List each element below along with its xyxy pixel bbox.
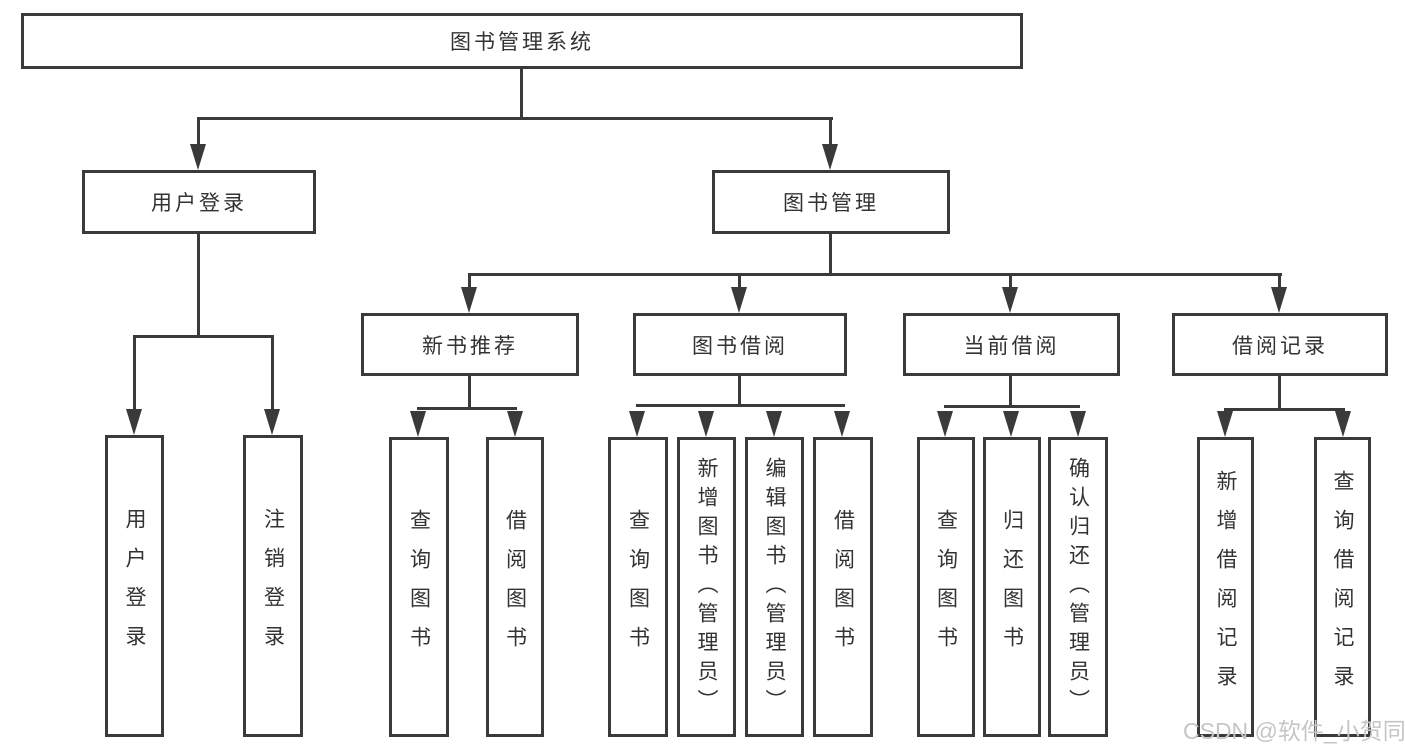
leaf-query-borrow-record-label: 查询借阅记录 (1331, 470, 1354, 704)
leaf-borrow-book-2: 借阅图书 (813, 437, 873, 737)
connector-level2-branch (468, 273, 1282, 276)
arrowhead-user-login (190, 144, 206, 170)
leaf-add-book-admin-label: 新增图书（管理员） (695, 456, 718, 718)
arrowhead-book-borrow-leaf-4 (834, 411, 850, 437)
connector-user-login-branch (133, 335, 274, 338)
leaf-add-borrow-record: 新增借阅记录 (1197, 437, 1254, 737)
node-book-management: 图书管理 (712, 170, 950, 234)
node-new-book-recommend: 新书推荐 (361, 313, 579, 376)
leaf-return-book-label: 归还图书 (1000, 509, 1024, 665)
leaf-add-book-admin: 新增图书（管理员） (677, 437, 736, 737)
arrowhead-new-book (461, 287, 477, 313)
arrowhead-book-borrow (731, 287, 747, 313)
connector-drop-leaf-logout (271, 335, 274, 409)
arrowhead-book-borrow-leaf-3 (766, 411, 782, 437)
leaf-query-book-1: 查询图书 (389, 437, 449, 737)
leaf-user-login-label: 用户登录 (123, 508, 146, 664)
node-borrow-records: 借阅记录 (1172, 313, 1388, 376)
arrowhead-borrow-records-leaf-1 (1217, 411, 1233, 437)
leaf-query-book-3: 查询图书 (917, 437, 975, 737)
leaf-return-book: 归还图书 (983, 437, 1041, 737)
leaf-logout-label: 注销登录 (261, 508, 285, 664)
node-new-book-recommend-label: 新书推荐 (422, 334, 518, 358)
leaf-query-book-3-label: 查询图书 (934, 509, 958, 665)
arrowhead-book-management (822, 144, 838, 170)
node-current-borrow: 当前借阅 (903, 313, 1120, 376)
leaf-query-book-2: 查询图书 (608, 437, 668, 737)
connector-root-stem (520, 68, 523, 120)
connector-borrow-records-stem (1278, 376, 1281, 410)
arrowhead-current-borrow-leaf-1 (937, 411, 953, 437)
leaf-logout: 注销登录 (243, 435, 303, 737)
connector-current-borrow-branch (944, 405, 1080, 408)
arrowhead-book-borrow-leaf-1 (629, 411, 645, 437)
connector-new-book-branch (417, 407, 517, 410)
node-root-label: 图书管理系统 (450, 31, 594, 54)
connector-level1-branch (197, 117, 833, 120)
leaf-query-borrow-record: 查询借阅记录 (1314, 437, 1371, 737)
leaf-confirm-return-admin: 确认归还（管理员） (1048, 437, 1108, 737)
node-book-borrow: 图书借阅 (633, 313, 847, 376)
node-borrow-records-label: 借阅记录 (1232, 334, 1328, 358)
leaf-query-book-2-label: 查询图书 (626, 509, 650, 665)
leaf-borrow-book-1: 借阅图书 (486, 437, 544, 737)
connector-user-login-stem (197, 234, 200, 338)
arrowhead-book-borrow-leaf-2 (698, 411, 714, 437)
node-current-borrow-label: 当前借阅 (963, 334, 1060, 358)
connector-drop-borrow-records (1278, 276, 1281, 289)
connector-drop-current-borrow (1009, 276, 1012, 289)
arrowhead-new-book-leaf-2 (507, 411, 523, 437)
watermark: CSDN @软件_小贺同学 (1183, 718, 1405, 744)
connector-drop-user-login (197, 117, 200, 147)
connector-drop-new-book (468, 276, 471, 289)
connector-book-management-stem (829, 234, 832, 276)
leaf-user-login: 用户登录 (105, 435, 164, 737)
node-user-login-label: 用户登录 (151, 192, 247, 215)
arrowhead-leaf-login (126, 409, 142, 435)
connector-current-borrow-stem (1009, 376, 1012, 408)
node-root: 图书管理系统 (21, 13, 1023, 69)
connector-drop-leaf-login (133, 335, 136, 409)
arrowhead-leaf-logout (264, 409, 280, 435)
arrowhead-current-borrow-leaf-2 (1003, 411, 1019, 437)
arrowhead-current-borrow (1002, 287, 1018, 313)
leaf-add-borrow-record-label: 新增借阅记录 (1214, 470, 1237, 704)
arrowhead-borrow-records (1271, 287, 1287, 313)
connector-book-borrow-branch (636, 404, 845, 407)
connector-borrow-records-branch (1224, 408, 1345, 411)
node-book-management-label: 图书管理 (783, 192, 879, 215)
leaf-borrow-book-1-label: 借阅图书 (503, 509, 527, 665)
node-book-borrow-label: 图书借阅 (692, 334, 788, 358)
leaf-edit-book-admin-label: 编辑图书（管理员） (763, 456, 786, 718)
arrowhead-new-book-leaf-1 (410, 411, 426, 437)
connector-drop-book-borrow (738, 276, 741, 289)
leaf-borrow-book-2-label: 借阅图书 (831, 509, 855, 665)
leaf-query-book-1-label: 查询图书 (407, 509, 431, 665)
node-user-login: 用户登录 (82, 170, 316, 234)
arrowhead-current-borrow-leaf-3 (1070, 411, 1086, 437)
connector-drop-book-management (829, 117, 832, 147)
leaf-confirm-return-admin-label: 确认归还（管理员） (1066, 456, 1090, 718)
arrowhead-borrow-records-leaf-2 (1335, 411, 1351, 437)
leaf-edit-book-admin: 编辑图书（管理员） (745, 437, 804, 737)
connector-book-borrow-stem (738, 376, 741, 407)
connector-new-book-stem (468, 376, 471, 410)
